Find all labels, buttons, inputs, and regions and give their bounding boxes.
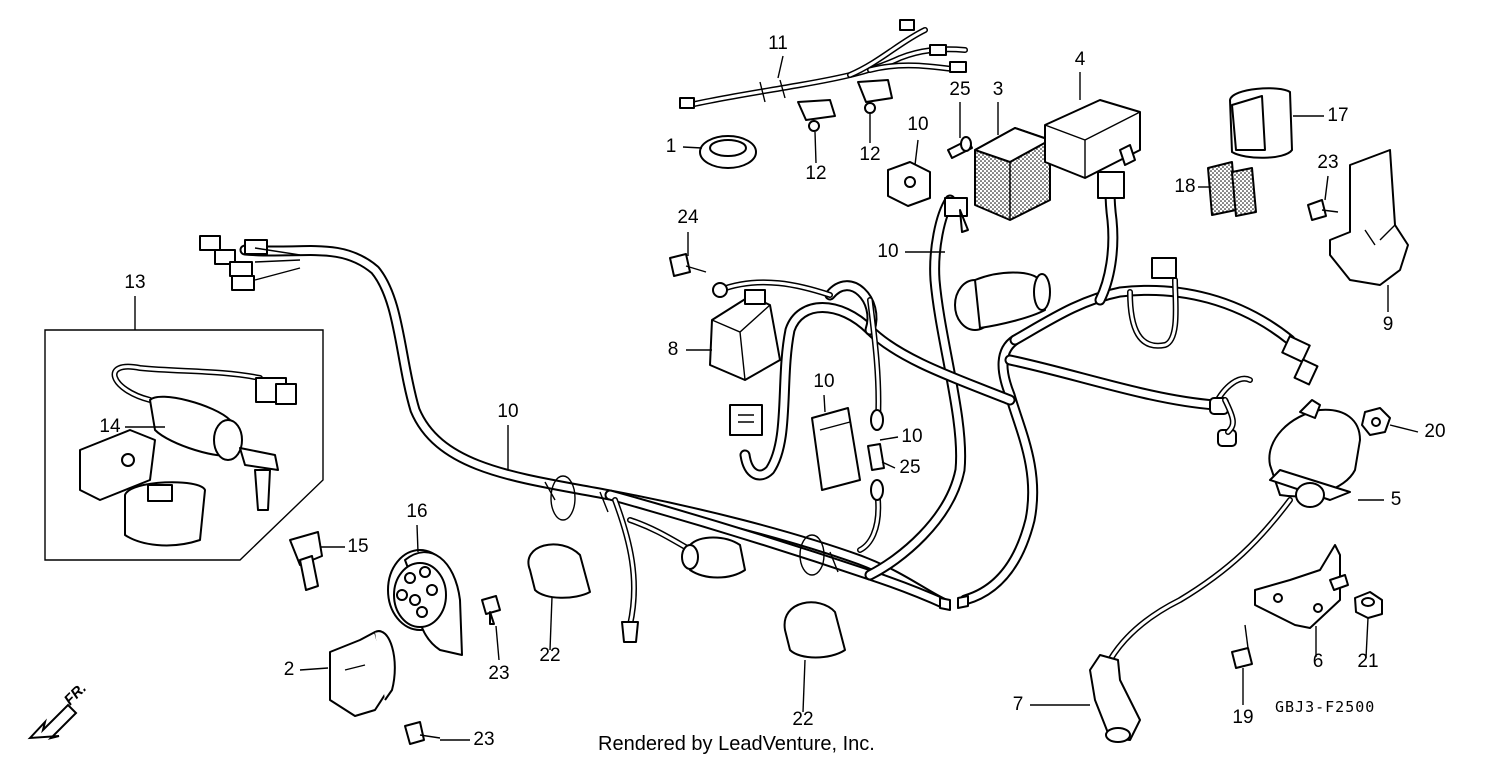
fuse-holder	[811, 407, 861, 491]
callout-20: 20	[1424, 421, 1445, 442]
callout-18: 18	[1174, 176, 1195, 197]
callout-25-fuse: 25	[899, 457, 920, 478]
ignition-switch-assembly	[44, 329, 324, 561]
bolts	[404, 199, 1339, 745]
callout-11: 11	[768, 33, 788, 54]
callout-24: 24	[677, 207, 699, 228]
callout-15: 15	[347, 536, 368, 557]
leader-lines	[125, 55, 1419, 741]
callout-21: 21	[1357, 651, 1378, 672]
callout-2: 2	[284, 659, 295, 680]
cdi-unit	[709, 289, 781, 381]
diagram-code: GBJ3-F2500	[1275, 698, 1375, 716]
callout-16: 16	[406, 501, 427, 522]
callout-25-screw: 25	[949, 79, 970, 100]
kit-boundary	[44, 329, 324, 561]
grommet	[699, 135, 757, 169]
horn-bracket	[329, 630, 396, 717]
callout-5: 5	[1391, 489, 1402, 510]
callout-12-left: 12	[805, 163, 826, 184]
callout-23-cover-bolt: 23	[1317, 152, 1338, 173]
callout-9: 9	[1383, 314, 1394, 335]
callout-17: 17	[1327, 105, 1348, 126]
callout-10-wire: 10	[877, 241, 898, 262]
cable-bands	[527, 475, 846, 659]
callout-13: 13	[124, 272, 145, 293]
callout-22-right: 22	[792, 709, 813, 730]
relay-block	[887, 161, 931, 207]
callout-10-relay: 10	[907, 114, 928, 135]
callout-22-left: 22	[539, 645, 560, 666]
callout-labels: 1 2 3 4 5 6 7 8 9 10 10 10 10 10 11 12 1…	[99, 33, 1445, 750]
callout-19: 19	[1232, 707, 1253, 728]
coil-bracket	[1254, 544, 1349, 629]
callout-6: 6	[1313, 651, 1324, 672]
screw	[947, 136, 973, 159]
callout-4: 4	[1075, 49, 1086, 70]
callout-10-fuse-wire: 10	[901, 426, 922, 447]
callout-23-bracket-bolt: 23	[473, 729, 494, 750]
callout-7: 7	[1013, 694, 1024, 715]
callout-8: 8	[668, 339, 679, 360]
callout-1: 1	[666, 136, 677, 157]
switch-box	[1229, 87, 1293, 159]
starter-relay	[974, 127, 1051, 221]
spark-plug-cap	[1089, 654, 1141, 743]
connector-block	[1207, 161, 1257, 217]
nuts	[1354, 407, 1391, 619]
fuse	[867, 409, 885, 501]
control-unit	[1044, 99, 1141, 199]
callout-12-right: 12	[859, 144, 880, 165]
horn	[387, 549, 463, 656]
wire-clips	[797, 79, 893, 132]
cover	[1329, 149, 1409, 286]
key	[289, 531, 323, 591]
wire-harness	[199, 184, 1319, 643]
callout-14: 14	[99, 416, 121, 437]
callout-23-horn-bolt: 23	[488, 663, 509, 684]
front-label: FR.	[61, 680, 90, 709]
sub-harness	[679, 19, 968, 109]
callout-10-fuse-holder: 10	[813, 371, 834, 392]
callout-10-main-harness: 10	[497, 401, 518, 422]
credit-line: Rendered by LeadVenture, Inc.	[598, 733, 875, 755]
callout-3: 3	[993, 79, 1004, 100]
front-arrow-icon	[27, 703, 78, 740]
front-direction-marker: FR.	[27, 680, 90, 740]
ignition-coil	[1107, 399, 1361, 663]
